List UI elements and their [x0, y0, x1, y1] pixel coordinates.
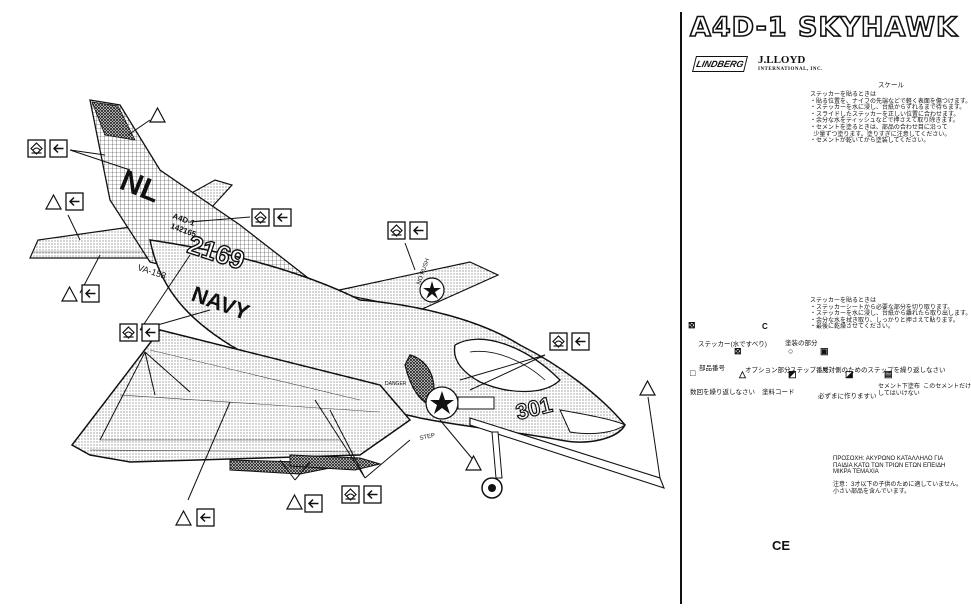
legend-optional-part: オプション部分 — [745, 367, 791, 374]
refuel-probe — [469, 417, 665, 489]
legend-cross-symbol: ⊠ — [734, 346, 742, 356]
legend-letter-c: C — [762, 322, 768, 331]
japanese-warning: 注意：3才以下の子供のために適していません。 小さい部品を含んでいます。 — [833, 482, 962, 495]
legend-paint-area: 塗装の部分 — [785, 340, 818, 347]
legend-part-number: 部品番号 — [699, 365, 725, 372]
jlloyd-logo: J.LLOYD INTERNATIONAL, INC. — [758, 55, 823, 75]
legend-repeat-box-2: ▤ — [884, 369, 893, 379]
ce-mark: CE — [772, 538, 791, 553]
legend-repeat-box: ◪ — [845, 369, 854, 379]
legend-repeat-steps: 数回を繰り返しなさい — [690, 389, 755, 396]
legend-triangle: △ — [739, 369, 746, 379]
model-title: A4D-1 SKYHAWK — [689, 11, 958, 44]
legend-step-number: ステップ番号 — [790, 367, 829, 374]
leader-lines — [67, 119, 661, 501]
legend-decal-water: ステッカー(水ですべり) — [698, 341, 767, 348]
step-label: STEP — [419, 433, 436, 442]
legend-box-symbol: ▣ — [820, 346, 829, 356]
nose-gear — [491, 431, 503, 479]
lindberg-logo: LINDBERG — [692, 56, 748, 72]
legend-repeat-step: 反対側のためのステップを繰り返しなさい — [822, 367, 946, 374]
decal-instructions: ステッカーを貼るときは ・貼る位置を、ナイフの先端などで軽く表面を傷つけます。 … — [810, 92, 971, 145]
scale-label: スケール — [878, 82, 904, 89]
legend-paint-code: 塗料コード — [762, 389, 795, 396]
roundel-wing — [419, 277, 445, 303]
jlloyd-sub: INTERNATIONAL, INC. — [758, 67, 823, 72]
roundel-fuselage — [425, 386, 495, 420]
legend-circle-symbol: ○ — [788, 346, 794, 356]
nose — [559, 409, 626, 435]
near-wing — [70, 329, 412, 463]
legend-step-box: ◩ — [788, 369, 797, 379]
legend-cement-only: セメント下塗布 このセメントだけ してはいけない — [878, 384, 971, 397]
cement-instructions: ステッカーを貼るときは ・ステッカーシートから必要な部分を切り取ります。 ・ステ… — [810, 298, 971, 331]
legend-apply-before: 必ずまに作りますい — [818, 393, 877, 400]
legend-part-box: □ — [690, 368, 696, 378]
legend-decal-symbol: ⊠ — [688, 320, 696, 330]
aircraft-assembly-diagram: NL A4D-1 142165 2169 NAVY VA-153 301 STE… — [27, 99, 665, 527]
canopy — [453, 338, 561, 393]
jlloyd-name: J.LLOYD — [758, 54, 806, 66]
greek-warning: ΠΡΟΣΟΧΗ: ΑΚΥΡΩΝΟ ΚΑΤΑΛΛΗΛΟ ΓΙΑ ΠΑΙΔΙΑ ΚΑ… — [833, 456, 946, 476]
danger-label: DANGER — [385, 381, 407, 387]
page-divider — [680, 12, 682, 604]
